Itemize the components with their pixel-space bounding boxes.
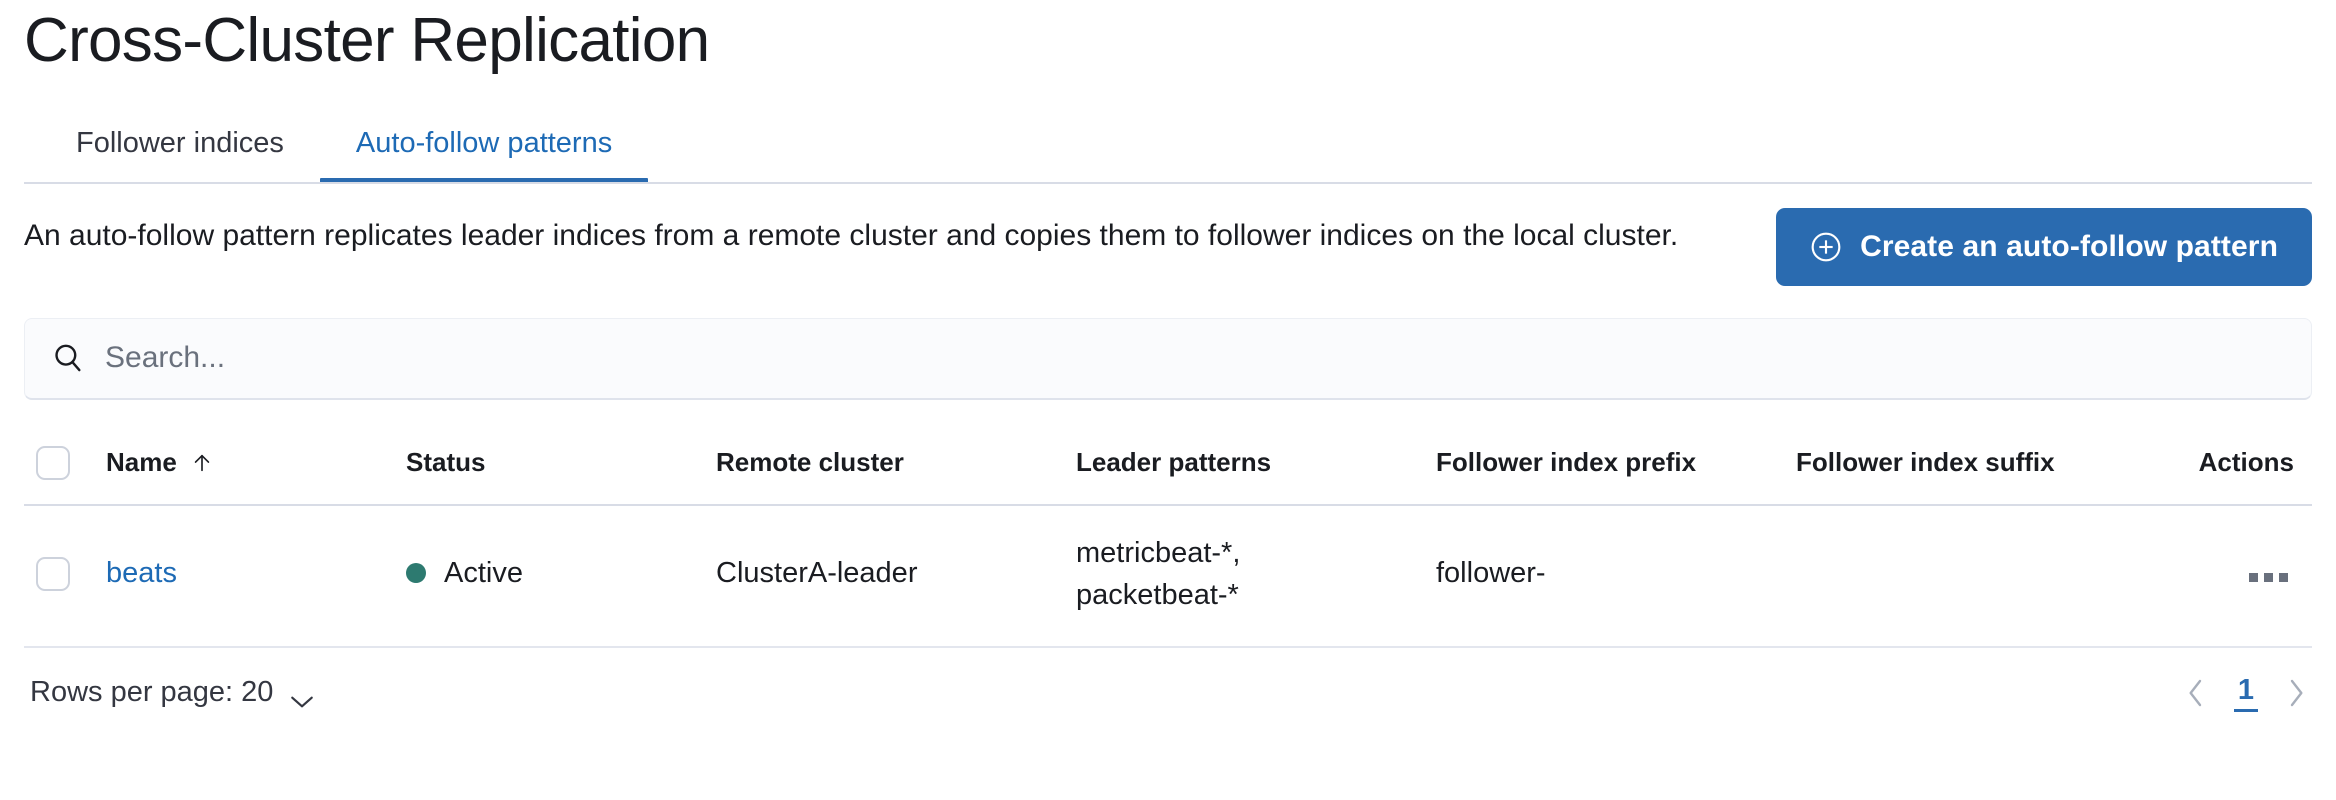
page-title: Cross-Cluster Replication xyxy=(24,6,710,75)
tab-bar: Follower indices Auto-follow patterns xyxy=(24,100,2312,184)
intro-description: An auto-follow pattern replicates leader… xyxy=(24,218,1679,252)
table-body: beats Active ClusterA-leader metricbeat-… xyxy=(24,504,2312,648)
create-button-label: Create an auto-follow pattern xyxy=(1860,229,2278,263)
tab-divider xyxy=(24,181,2312,184)
pagination-page-1[interactable]: 1 xyxy=(2233,674,2258,712)
cell-leader-patterns: metricbeat-*, packetbeat-* xyxy=(1064,504,1424,648)
tab-follower-indices[interactable]: Follower indices xyxy=(24,128,320,184)
auto-follow-patterns-table: Name Status Remote cluster Leader patter… xyxy=(24,423,2312,648)
search-bar[interactable] xyxy=(24,317,2312,400)
table-row: beats Active ClusterA-leader metricbeat-… xyxy=(24,504,2312,648)
rows-per-page-selector[interactable]: Rows per page: 20 xyxy=(30,676,315,709)
search-icon xyxy=(51,341,85,375)
select-all-checkbox[interactable] xyxy=(36,445,70,480)
chevron-down-icon xyxy=(289,685,315,708)
status-dot-icon xyxy=(406,563,426,584)
arrow-up-icon xyxy=(191,451,213,475)
search-input[interactable] xyxy=(105,341,2285,376)
chevron-left-icon[interactable] xyxy=(2186,677,2206,709)
more-actions-dot xyxy=(2264,573,2273,583)
more-actions-icon[interactable] xyxy=(2243,567,2294,588)
plus-in-circle-icon xyxy=(1810,231,1842,263)
rows-per-page-label: Rows per page: 20 xyxy=(30,676,274,709)
column-header-select xyxy=(24,423,94,506)
more-actions-dot xyxy=(2249,573,2258,583)
column-header-leader-patterns[interactable]: Leader patterns xyxy=(1064,423,1424,506)
chevron-right-icon[interactable] xyxy=(2286,677,2306,709)
intro-section: An auto-follow pattern replicates leader… xyxy=(24,207,2312,286)
cell-follower-index-prefix: follower- xyxy=(1424,504,1784,648)
cell-status: Active xyxy=(394,504,704,648)
column-header-remote-cluster[interactable]: Remote cluster xyxy=(704,423,1064,506)
create-auto-follow-pattern-button[interactable]: Create an auto-follow pattern xyxy=(1776,207,2312,286)
cell-name: beats xyxy=(94,504,394,648)
status-label: Active xyxy=(444,556,523,589)
table-header-row: Name Status Remote cluster Leader patter… xyxy=(24,423,2312,506)
table-footer: Rows per page: 20 1 xyxy=(24,674,2312,712)
column-header-status[interactable]: Status xyxy=(394,423,704,506)
leader-patterns-text: metricbeat-*, packetbeat-* xyxy=(1076,536,1241,611)
more-actions-dot xyxy=(2279,573,2288,583)
tab-auto-follow-patterns[interactable]: Auto-follow patterns xyxy=(319,128,649,184)
cell-follower-index-suffix xyxy=(1784,504,2164,648)
table-head: Name Status Remote cluster Leader patter… xyxy=(24,423,2312,506)
row-select-cell xyxy=(24,504,94,648)
column-header-name-label: Name xyxy=(106,447,177,478)
column-header-follower-index-prefix[interactable]: Follower index prefix xyxy=(1424,423,1784,506)
column-header-name[interactable]: Name xyxy=(94,423,394,506)
column-header-follower-index-suffix[interactable]: Follower index suffix xyxy=(1784,423,2164,506)
column-header-actions: Actions xyxy=(2164,423,2312,506)
pagination: 1 xyxy=(2186,674,2306,712)
pattern-name-link[interactable]: beats xyxy=(106,557,177,590)
row-checkbox[interactable] xyxy=(36,557,70,592)
cell-remote-cluster: ClusterA-leader xyxy=(704,504,1064,648)
cell-actions xyxy=(2164,504,2312,648)
